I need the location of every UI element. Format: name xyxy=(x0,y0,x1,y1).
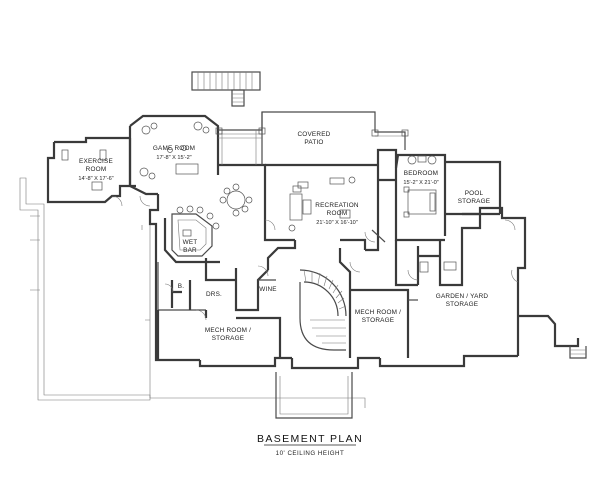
mech-room-center-label: MECH ROOM / xyxy=(355,309,401,316)
mech-room-left-label: MECH ROOM / xyxy=(205,327,251,334)
covered-patio-label: COVERED xyxy=(297,131,330,138)
recreation-room-label-2: ROOM xyxy=(327,210,348,217)
wet-bar-counter xyxy=(171,205,220,257)
round-table xyxy=(219,183,253,217)
game-room-furniture xyxy=(139,121,210,180)
mech-room-left-label-2: STORAGE xyxy=(212,335,245,342)
garden-storage-label-2: STORAGE xyxy=(446,301,479,308)
covered-patio-outline xyxy=(215,111,409,165)
wine-label: WINE xyxy=(259,286,277,293)
exterior-steps-right xyxy=(569,346,587,359)
garden-storage-label: GARDEN / YARD xyxy=(436,293,489,300)
wet-bar-label: WET xyxy=(183,239,198,246)
plan-subtitle: 10' CEILING HEIGHT xyxy=(276,450,345,457)
recreation-room-label: RECREATION xyxy=(315,202,359,209)
recreation-furniture xyxy=(288,176,356,232)
pool-storage-label-2: STORAGE xyxy=(458,198,491,205)
dressing-label: DRS. xyxy=(206,291,222,298)
plan-title: BASEMENT PLAN xyxy=(257,433,363,445)
window-well-bottom xyxy=(275,372,353,419)
bath-label: B. xyxy=(178,283,184,290)
exterior-walls xyxy=(46,114,580,370)
door-swings xyxy=(111,195,519,321)
curved-staircase xyxy=(299,269,347,351)
site-grade-lines xyxy=(19,177,366,408)
wet-bar-label-2: BAR xyxy=(183,247,197,254)
game-room-dims: 17'-8" X 15'-2" xyxy=(156,155,191,161)
interior-walls xyxy=(128,138,500,360)
title-block: BASEMENT PLAN 10' CEILING HEIGHT xyxy=(257,433,363,457)
bedroom-dims: 15'-2" X 21'-0" xyxy=(403,180,438,186)
bedroom-furniture xyxy=(403,155,457,273)
exercise-room-equipment xyxy=(61,149,107,191)
exercise-room-label: EXERCISE xyxy=(79,158,113,165)
exercise-room-dims: 14'-8" X 17'-6" xyxy=(78,176,113,182)
recreation-room-dims: 21'-10" X 16'-10" xyxy=(316,220,358,226)
game-room-label: GAME ROOM xyxy=(153,145,195,152)
exercise-room-label-2: ROOM xyxy=(86,166,107,173)
covered-patio-label-2: PATIO xyxy=(304,139,323,146)
room-labels: EXERCISE ROOM 14'-8" X 17'-6" GAME ROOM … xyxy=(78,131,490,342)
pool-storage-label: POOL xyxy=(465,190,484,197)
exterior-stair-top xyxy=(191,71,261,107)
bedroom-label: BEDROOM xyxy=(404,170,438,177)
mech-room-center-label-2: STORAGE xyxy=(362,317,395,324)
